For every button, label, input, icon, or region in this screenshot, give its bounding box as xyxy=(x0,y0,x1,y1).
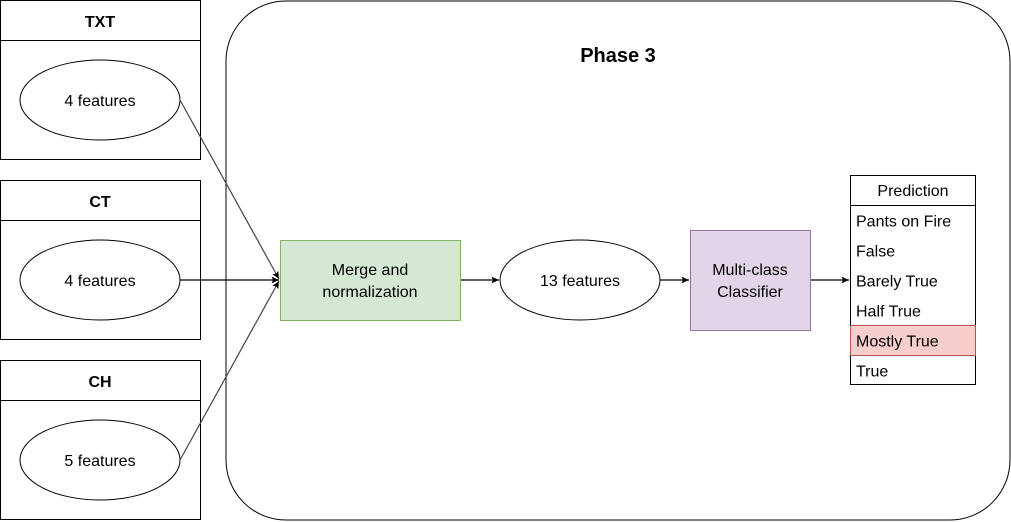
phase-title: Phase 3 xyxy=(580,45,656,67)
prediction-item-highlight xyxy=(850,325,976,356)
source-ch-feature-label: 5 features xyxy=(64,453,135,470)
prediction-header: Prediction xyxy=(877,183,948,200)
classifier-node: Multi-class Classifier xyxy=(690,230,811,331)
prediction-item: True xyxy=(856,364,888,381)
source-ct-feature-label: 4 features xyxy=(64,273,135,290)
prediction-item: Barely True xyxy=(856,274,938,291)
connector-txt-to-merge xyxy=(179,99,280,280)
classifier-label-line2: Classifier xyxy=(717,284,783,301)
merge-node: Merge and normalization xyxy=(280,240,461,321)
source-ct: CT 4 features xyxy=(0,180,201,340)
source-ch: CH 5 features xyxy=(0,360,201,520)
prediction-item: Mostly True xyxy=(856,334,939,351)
prediction-item: False xyxy=(856,244,895,261)
source-ct-title: CT xyxy=(89,194,111,211)
combined-features-node: 13 features xyxy=(499,239,661,321)
connector-ch-to-merge xyxy=(179,280,280,461)
source-txt: TXT 4 features xyxy=(0,0,201,160)
merge-box xyxy=(280,240,461,321)
prediction-item: Half True xyxy=(856,304,921,321)
merge-label-line1: Merge and xyxy=(332,262,409,279)
combined-features-label: 13 features xyxy=(540,273,620,290)
source-txt-feature-label: 4 features xyxy=(64,93,135,110)
prediction-item: Pants on Fire xyxy=(856,214,951,231)
prediction-items-box xyxy=(850,205,976,385)
source-ch-title: CH xyxy=(88,374,111,391)
merge-label-line2: normalization xyxy=(322,284,417,301)
classifier-label-line1: Multi-class xyxy=(712,262,788,279)
prediction-header-box xyxy=(850,175,976,206)
classifier-box xyxy=(690,230,811,331)
source-txt-title: TXT xyxy=(85,14,115,31)
